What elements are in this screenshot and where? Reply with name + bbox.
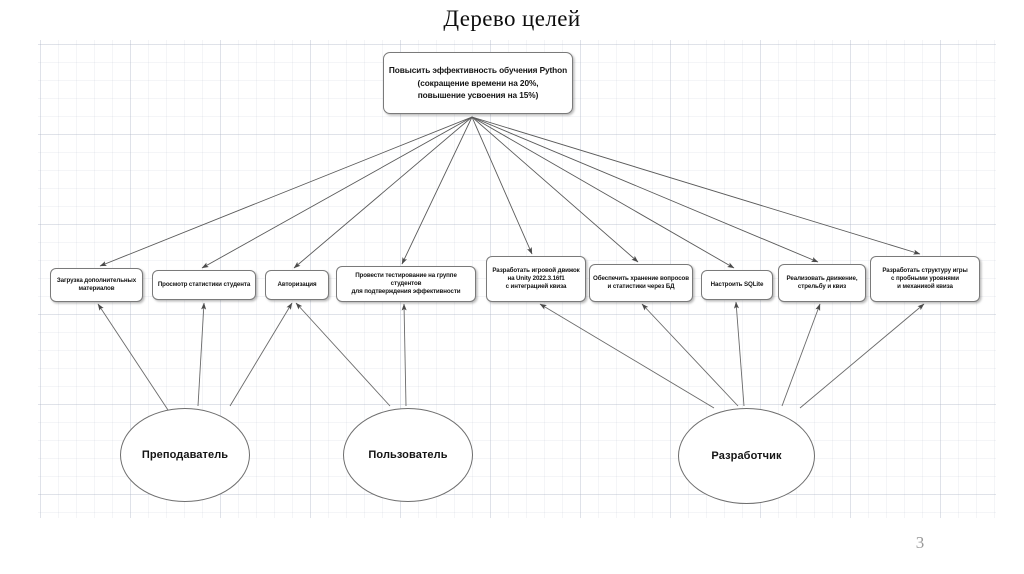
actor-node-user[interactable]: Пользователь — [343, 408, 473, 502]
goal-l3-line-1: Авторизация — [277, 280, 317, 288]
goal-node-authorization[interactable]: Авторизация — [265, 270, 329, 300]
goal-root-line-1: Повысить эффективность обучения Python — [388, 64, 568, 75]
goal-node-run-testing[interactable]: Провести тестирование на группе студенто… — [336, 266, 476, 302]
goal-node-setup-sqlite[interactable]: Настроить SQLite — [701, 270, 773, 300]
goal-l7-line-1: Настроить SQLite — [710, 280, 764, 288]
goal-l6-line-1: Обеспечить хранение вопросов — [593, 274, 689, 282]
goal-root-line-2: (сокращение времени на 20%, — [417, 77, 539, 88]
goal-l5-line-3: с интеграцией квиза — [505, 283, 567, 291]
edge-layer — [97, 116, 925, 411]
goal-l4-line-2: для подтверждения эффективности — [351, 288, 461, 296]
goal-l4-line-1: Провести тестирование на группе студенто… — [355, 271, 457, 287]
goal-l8-line-2: стрельбу и квиз — [797, 283, 847, 290]
goal-node-game-structure[interactable]: Разработать структуру игры с пробными ур… — [870, 256, 980, 302]
root-to-goal-edges — [99, 116, 921, 269]
goal-l6-line-2: и статистики через БД — [607, 283, 675, 290]
goal-l9-line-2: с пробными уровнями — [891, 274, 959, 282]
goal-l9-line-3: и механикой квиза — [897, 283, 953, 291]
goal-l9-line-1: Разработать структуру игры — [882, 266, 968, 274]
actor-to-goal-edges — [97, 301, 925, 411]
goal-node-game-engine[interactable]: Разработать игровой движок на Unity 2022… — [486, 256, 586, 302]
diagram-canvas: Повысить эффективность обучения Python (… — [38, 40, 996, 518]
goal-l5-line-2: на Unity 2022.3.16f1 — [507, 274, 565, 282]
actor-node-developer[interactable]: Разработчик — [678, 408, 815, 504]
goal-node-db-storage[interactable]: Обеспечить хранение вопросов и статистик… — [589, 264, 693, 302]
goal-l2-line-1: Просмотр статистики студента — [157, 280, 251, 288]
goal-node-view-student-stats[interactable]: Просмотр статистики студента — [152, 270, 256, 300]
goal-root-line-3: повышение усвоения на 15%) — [417, 90, 539, 101]
actor-node-teacher[interactable]: Преподаватель — [120, 408, 250, 502]
actor-developer-label: Разработчик — [711, 450, 782, 462]
goal-node-movement-shooting-quiz[interactable]: Реализовать движение, стрельбу и квиз — [778, 264, 866, 302]
goal-l1-line-2: материалов — [78, 285, 115, 292]
page-title: Дерево целей — [443, 6, 581, 31]
page-number: 3 — [915, 533, 925, 552]
goal-l8-line-1: Реализовать движение, — [786, 274, 858, 282]
goal-l5-line-1: Разработать игровой движок — [492, 266, 580, 274]
goal-node-load-materials[interactable]: Загрузка дополнительных материалов — [50, 268, 143, 302]
actor-user-label: Пользователь — [368, 449, 448, 461]
actor-teacher-label: Преподаватель — [141, 449, 229, 461]
goal-node-root[interactable]: Повысить эффективность обучения Python (… — [383, 52, 573, 114]
goal-l1-line-1: Загрузка дополнительных — [56, 276, 137, 284]
